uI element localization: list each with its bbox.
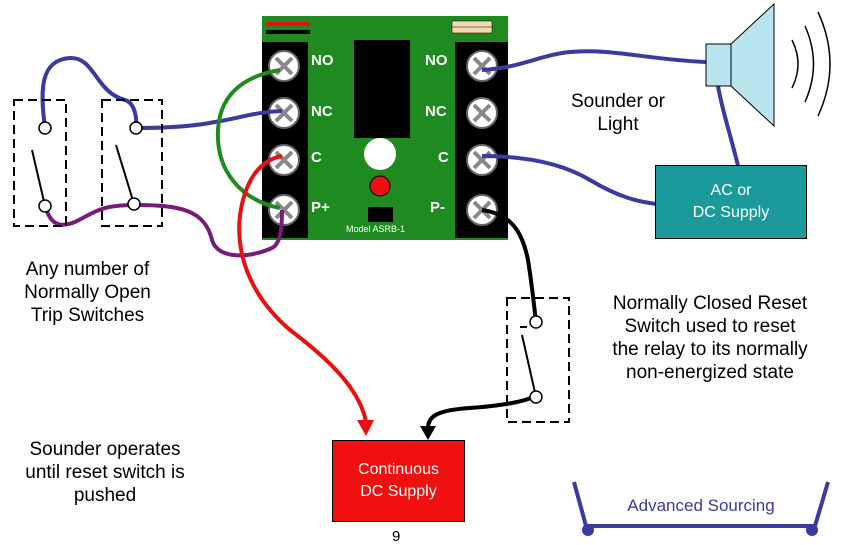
red-arrow — [357, 420, 374, 436]
right-screw-2 — [466, 144, 498, 176]
wire-blue-trip-loop — [40, 55, 139, 129]
page-number: 9 — [392, 528, 401, 545]
wire-blue-c-supply — [481, 154, 657, 206]
wire-blue-nc — [135, 109, 283, 130]
sound-wave-1 — [791, 39, 799, 89]
trip-switch-1 — [13, 99, 67, 227]
wire-purple-p — [135, 203, 284, 258]
wire-red — [237, 154, 368, 423]
right-term-p: P- — [430, 199, 445, 216]
white-button — [364, 138, 396, 170]
right-term-no: NO — [425, 52, 448, 69]
right-term-nc: NC — [425, 103, 447, 120]
wire-purple-switches — [43, 203, 137, 227]
left-screws — [268, 50, 300, 226]
speaker-cone — [730, 2, 775, 128]
black-arrow — [420, 426, 436, 440]
left-term-nc: NC — [311, 103, 333, 120]
wire-blue-no-speaker — [481, 49, 707, 72]
reset-switch — [506, 297, 570, 423]
right-term-c: C — [438, 149, 449, 166]
wire-blue-speaker-supply — [716, 85, 740, 167]
wire-black-supply — [426, 393, 538, 429]
sound-wave-2 — [804, 25, 815, 103]
small-chip — [368, 207, 393, 222]
sound-wave-3 — [817, 11, 831, 117]
logo-frame — [572, 481, 830, 528]
speaker-magnet — [705, 43, 732, 87]
right-screw-0 — [466, 50, 498, 82]
trip-switch-2 — [101, 99, 163, 227]
relay-component — [354, 40, 410, 138]
right-screw-1 — [466, 97, 498, 129]
left-term-no: NO — [311, 52, 334, 69]
left-term-c: C — [311, 149, 322, 166]
model-label: Model ASRB-1 — [346, 224, 406, 234]
red-led — [369, 175, 391, 197]
left-term-p: P+ — [311, 199, 330, 216]
board-black-stripe — [266, 30, 310, 34]
left-screw-1 — [268, 97, 300, 129]
wire-black-reset — [481, 208, 538, 323]
logo-text: Advanced Sourcing — [627, 496, 775, 515]
board-red-stripe — [266, 22, 310, 26]
wire-green-loop — [215, 68, 281, 210]
left-screw-0 — [268, 50, 300, 82]
